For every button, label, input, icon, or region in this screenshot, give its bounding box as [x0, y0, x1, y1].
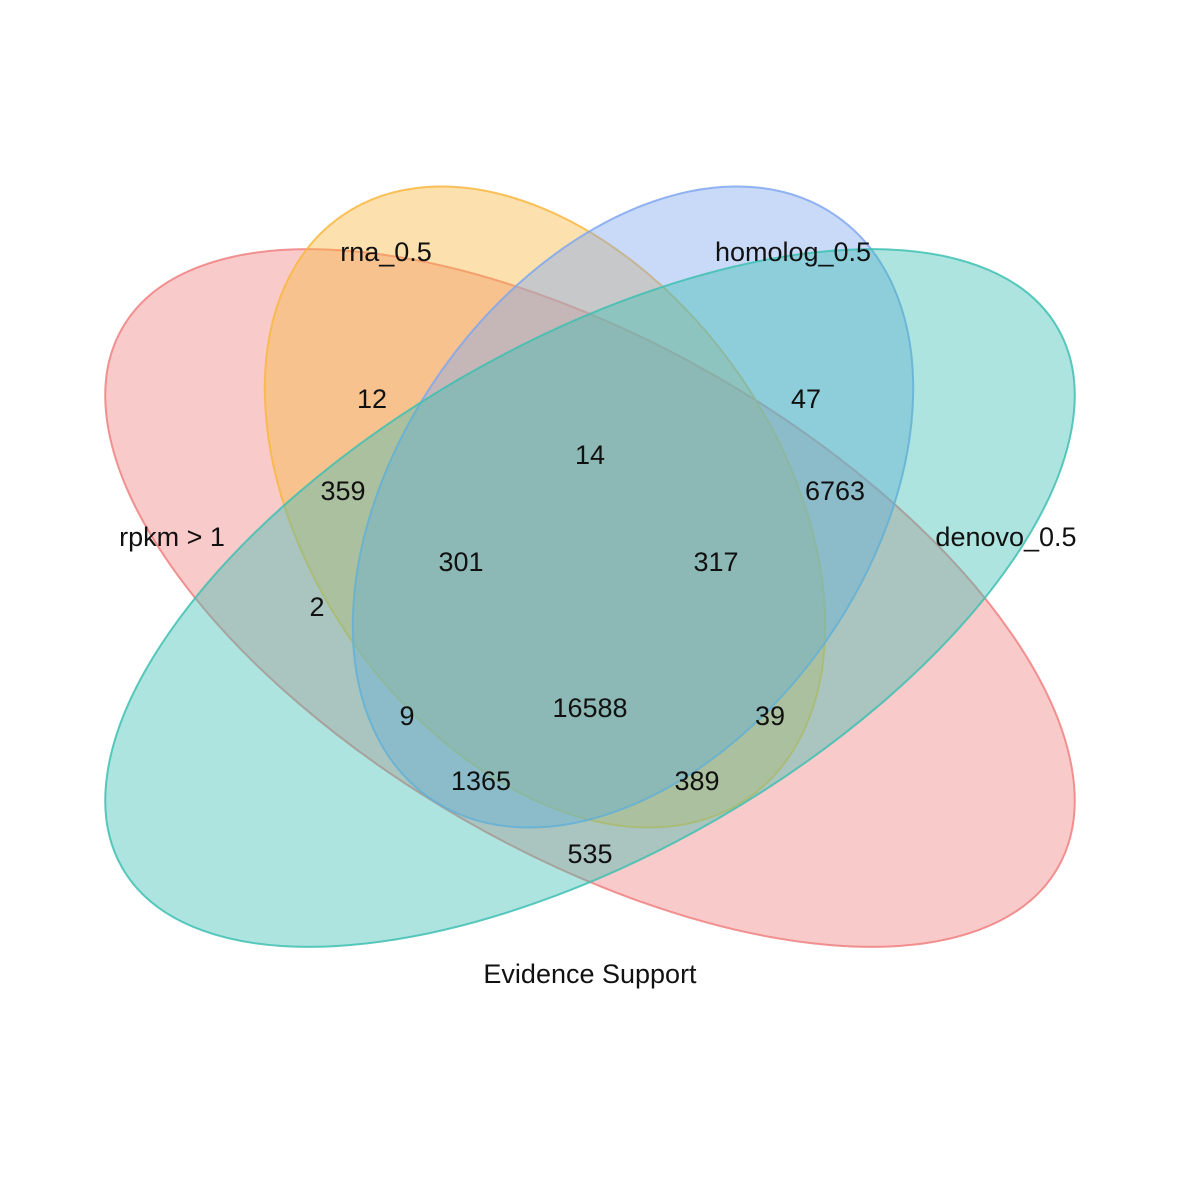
- set-denovo-ellipse: [104, 248, 1076, 948]
- diagram-title: Evidence Support: [483, 959, 697, 989]
- set-rpkm-ellipse: [104, 248, 1076, 948]
- venn-sets: [104, 185, 1076, 948]
- region-count-rpkm-rna: 359: [320, 476, 365, 506]
- region-counts: 12 47 14 359 6763 2 301 317 16588 9 39 1…: [309, 384, 865, 869]
- region-count-rna-homolog-denovo: 317: [693, 547, 738, 577]
- set-homolog-ellipse: [351, 185, 915, 829]
- region-count-homolog-denovo: 6763: [805, 476, 865, 506]
- set-labels: rpkm > 1 rna_0.5 homolog_0.5 denovo_0.5: [119, 237, 1076, 552]
- region-count-rna-only: 12: [357, 384, 387, 414]
- region-count-rna-denovo: 39: [755, 701, 785, 731]
- set-label-rna: rna_0.5: [340, 237, 432, 267]
- region-count-all-four: 16588: [552, 693, 627, 723]
- region-count-rpkm-rna-homolog: 301: [438, 547, 483, 577]
- region-count-homolog-only: 47: [791, 384, 821, 414]
- set-label-denovo: denovo_0.5: [935, 522, 1076, 552]
- region-count-rpkm-only: 2: [309, 592, 324, 622]
- region-count-rpkm-homolog-denovo: 1365: [451, 766, 511, 796]
- set-label-rpkm: rpkm > 1: [119, 522, 225, 552]
- region-count-rna-homolog: 14: [575, 440, 605, 470]
- region-count-rpkm-homolog: 9: [399, 701, 414, 731]
- region-count-rpkm-denovo: 535: [567, 839, 612, 869]
- region-count-rpkm-rna-denovo: 389: [674, 766, 719, 796]
- set-label-homolog: homolog_0.5: [715, 237, 871, 267]
